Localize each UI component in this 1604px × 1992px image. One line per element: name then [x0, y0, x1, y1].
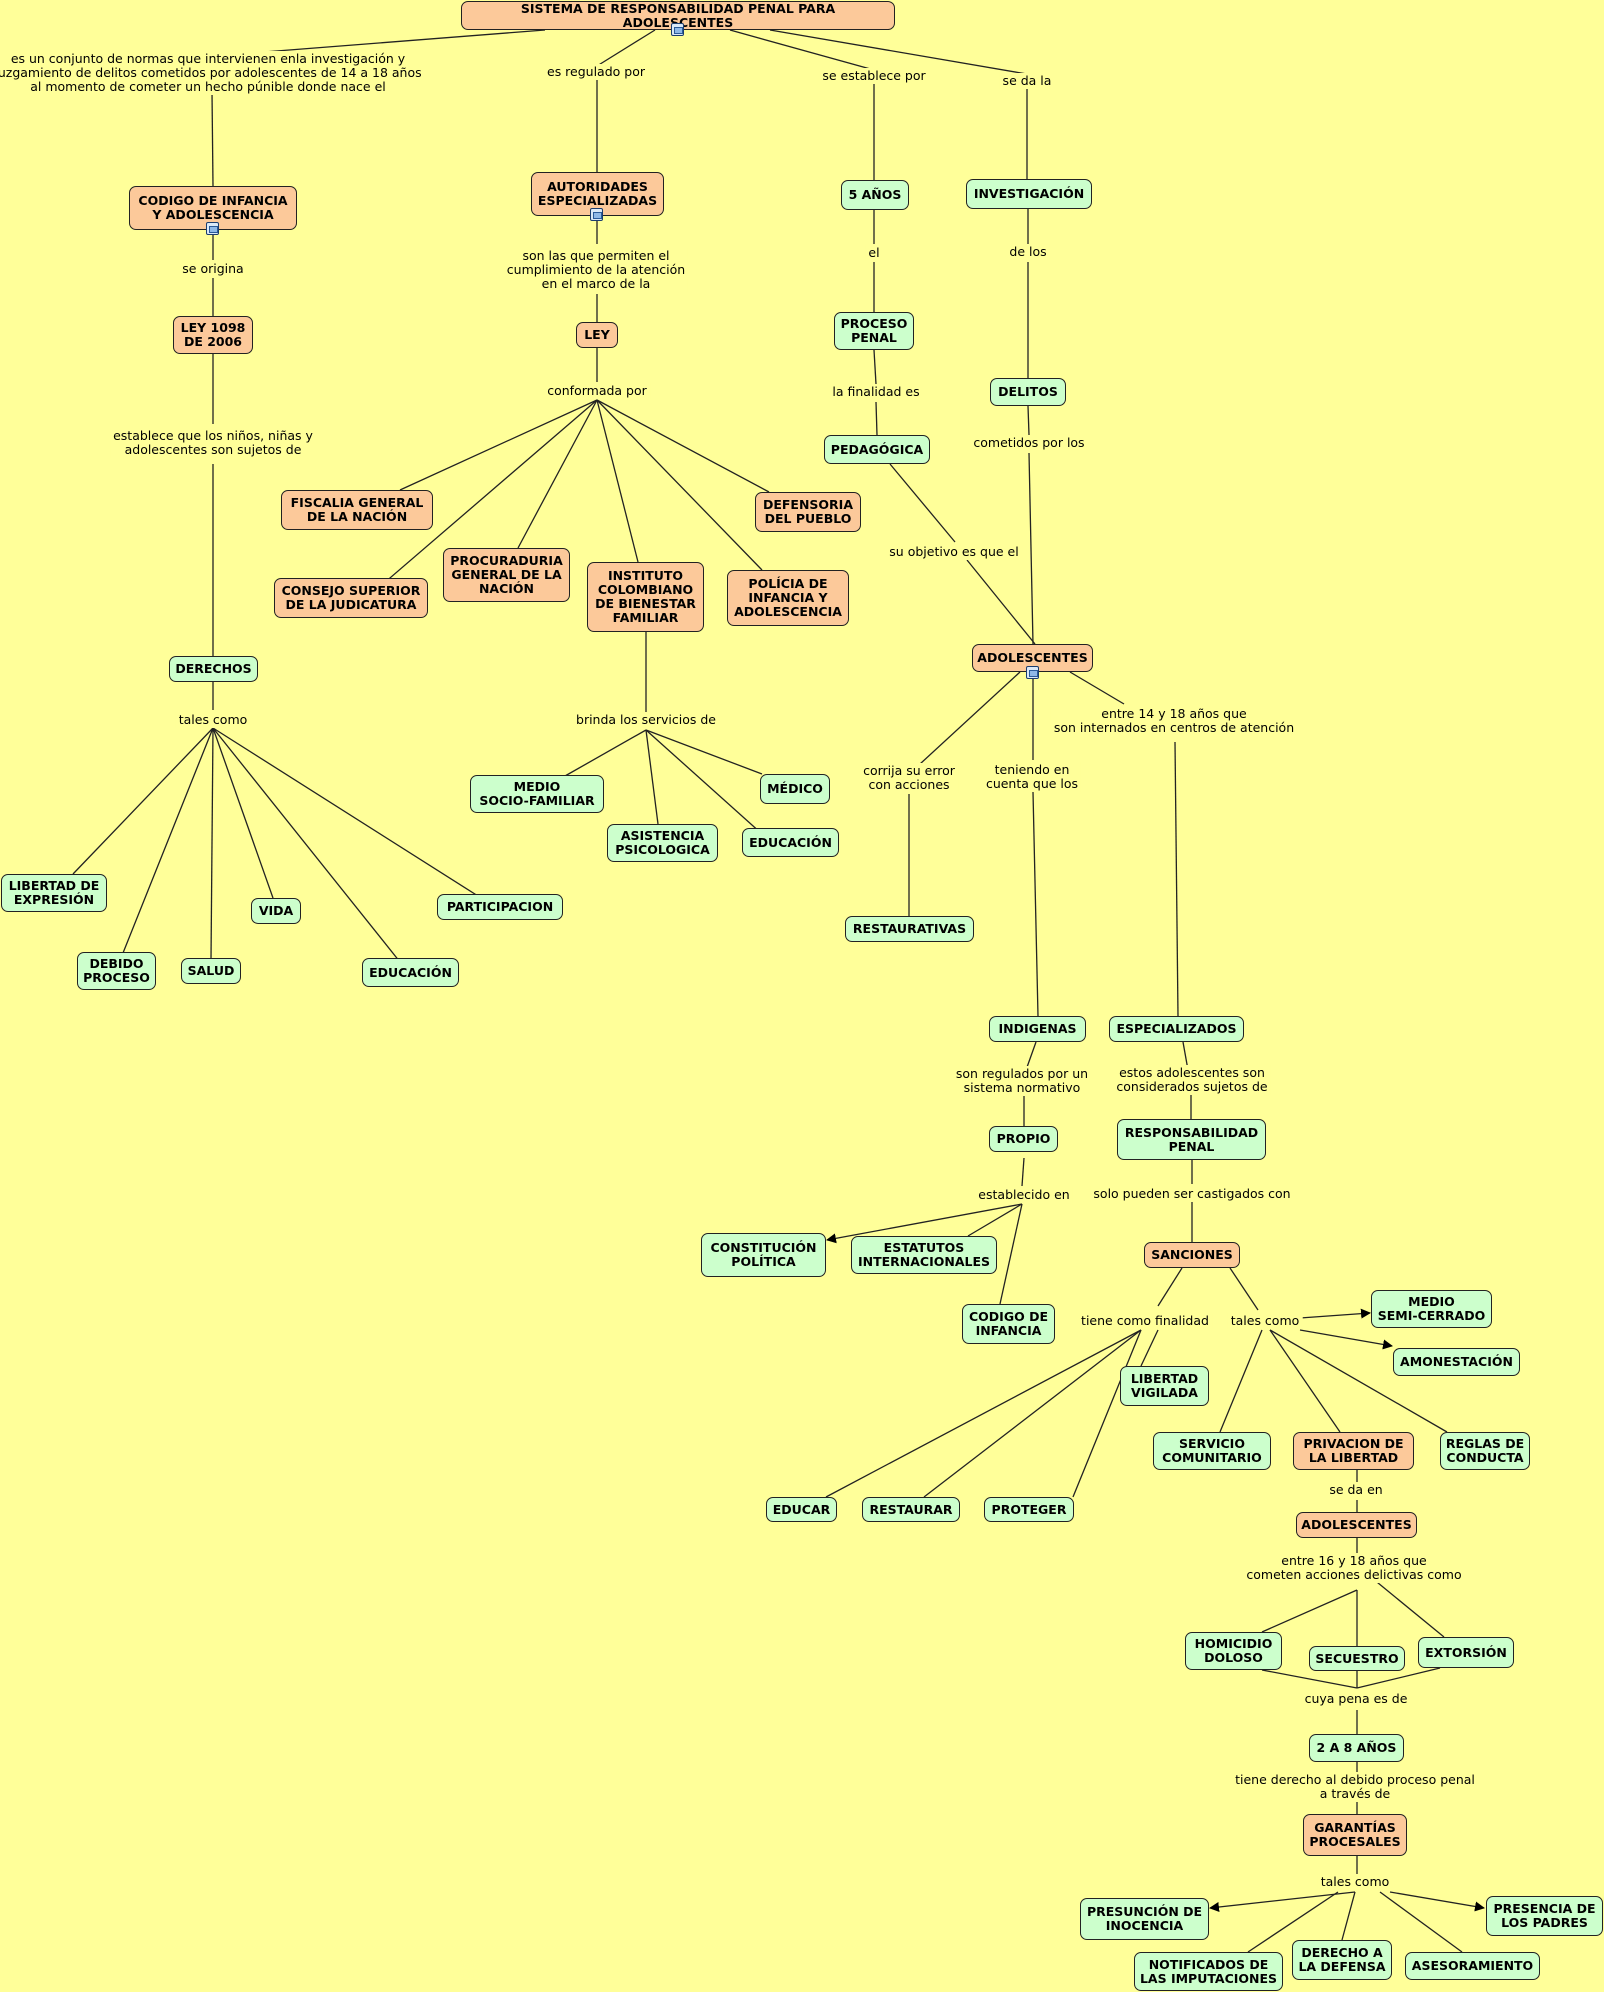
- node-estatutos-internacionales[interactable]: ESTATUTOS INTERNACIONALES: [851, 1236, 997, 1274]
- node-especializados[interactable]: ESPECIALIZADOS: [1109, 1016, 1244, 1042]
- link-label: establecido en: [975, 1187, 1073, 1203]
- node-indigenas[interactable]: INDIGENAS: [989, 1016, 1086, 1042]
- node-asesoramiento[interactable]: ASESORAMIENTO: [1405, 1952, 1540, 1980]
- link-label: se da la: [999, 73, 1055, 89]
- link-label: corrija su error con acciones: [860, 763, 958, 793]
- node-educar[interactable]: EDUCAR: [766, 1497, 837, 1522]
- link-label: brinda los servicios de: [573, 712, 719, 728]
- node-propio[interactable]: PROPIO: [989, 1126, 1058, 1152]
- image-icon[interactable]: [671, 23, 684, 36]
- link-label: solo pueden ser castigados con: [1090, 1186, 1294, 1202]
- link-label: de los: [1006, 244, 1050, 260]
- node-libertad-expresion[interactable]: LIBERTAD DE EXPRESIÓN: [1, 874, 107, 912]
- link-label: entre 14 y 18 años que son internados en…: [1050, 706, 1298, 736]
- link-label: establece que los niños, niñas y adolesc…: [110, 428, 316, 458]
- node-extorsion[interactable]: EXTORSIÓN: [1418, 1637, 1514, 1668]
- link-label: son regulados por un sistema normativo: [952, 1066, 1092, 1096]
- image-icon[interactable]: [1026, 666, 1039, 679]
- node-procuraduria[interactable]: PROCURADURIA GENERAL DE LA NACIÓN: [443, 548, 570, 602]
- node-vida[interactable]: VIDA: [251, 898, 301, 924]
- node-policia[interactable]: POLÍCIA DE INFANCIA Y ADOLESCENCIA: [727, 570, 849, 626]
- link-label: entre 16 y 18 años que cometen acciones …: [1243, 1553, 1465, 1583]
- node-constitucion-politica[interactable]: CONSTITUCIÓN POLÍTICA: [701, 1233, 826, 1277]
- node-privacion-libertad[interactable]: PRIVACION DE LA LIBERTAD: [1293, 1432, 1414, 1470]
- node-adolescentes-2[interactable]: ADOLESCENTES: [1296, 1512, 1417, 1538]
- image-icon[interactable]: [206, 222, 219, 235]
- link-label: tiene como finalidad: [1078, 1313, 1212, 1329]
- node-medico[interactable]: MÉDICO: [760, 774, 830, 804]
- node-investigacion[interactable]: INVESTIGACIÓN: [966, 179, 1092, 209]
- node-amonestacion[interactable]: AMONESTACIÓN: [1393, 1348, 1520, 1376]
- node-derecho-defensa[interactable]: DERECHO A LA DEFENSA: [1292, 1940, 1392, 1980]
- link-label: la finalidad es: [829, 384, 923, 400]
- link-label: tiene derecho al debido proceso penal a …: [1230, 1772, 1480, 1802]
- node-delitos[interactable]: DELITOS: [990, 378, 1066, 406]
- node-garantias-procesales[interactable]: GARANTÍAS PROCESALES: [1303, 1814, 1407, 1856]
- node-fiscalia[interactable]: FISCALIA GENERAL DE LA NACIÓN: [281, 490, 433, 530]
- node-derechos[interactable]: DERECHOS: [169, 656, 258, 682]
- image-icon[interactable]: [590, 208, 603, 221]
- node-participacion[interactable]: PARTICIPACION: [437, 894, 563, 920]
- node-presuncion-inocencia[interactable]: PRESUNCIÓN DE INOCENCIA: [1080, 1898, 1209, 1940]
- link-label: se origina: [179, 261, 247, 277]
- node-salud[interactable]: SALUD: [181, 958, 241, 984]
- node-defensoria[interactable]: DEFENSORIA DEL PUEBLO: [755, 492, 861, 532]
- link-label: teniendo en cuenta que los: [982, 762, 1082, 792]
- node-icbf[interactable]: INSTITUTO COLOMBIANO DE BIENESTAR FAMILI…: [587, 562, 704, 632]
- node-restaurativas[interactable]: RESTAURATIVAS: [845, 916, 974, 942]
- node-educacion-icbf[interactable]: EDUCACIÓN: [742, 828, 839, 857]
- link-label: conformada por: [544, 383, 650, 399]
- link-label: es regulado por: [544, 64, 648, 80]
- node-proceso-penal[interactable]: PROCESO PENAL: [834, 312, 914, 350]
- link-label: su objetivo es que el: [886, 544, 1022, 560]
- link-label: estos adolescentes son considerados suje…: [1113, 1065, 1271, 1095]
- node-restaurar[interactable]: RESTAURAR: [862, 1497, 960, 1522]
- node-pedagogica[interactable]: PEDAGÓGICA: [824, 435, 930, 464]
- link-label: cometidos por los: [970, 435, 1088, 451]
- node-presencia-padres[interactable]: PRESENCIA DE LOS PADRES: [1486, 1896, 1603, 1936]
- node-notificados-imputaciones[interactable]: NOTIFICADOS DE LAS IMPUTACIONES: [1134, 1952, 1283, 1991]
- node-asistencia-psicologica[interactable]: ASISTENCIA PSICOLOGICA: [607, 824, 718, 862]
- link-label: se establece por: [819, 68, 929, 84]
- link-label: el: [865, 245, 883, 261]
- link-label: cuya pena es de: [1301, 1691, 1411, 1707]
- node-autoridades-especializadas[interactable]: AUTORIDADES ESPECIALIZADAS: [531, 172, 664, 216]
- node-medio-semi-cerrado[interactable]: MEDIO SEMI-CERRADO: [1371, 1290, 1492, 1328]
- node-reglas-conducta[interactable]: REGLAS DE CONDUCTA: [1440, 1432, 1530, 1470]
- node-codigo-infancia[interactable]: CODIGO DE INFANCIA: [962, 1304, 1055, 1344]
- node-servicio-comunitario[interactable]: SERVICIO COMUNITARIO: [1153, 1432, 1271, 1470]
- link-label: se da en: [1326, 1482, 1386, 1498]
- node-responsabilidad-penal[interactable]: RESPONSABILIDAD PENAL: [1117, 1119, 1266, 1160]
- link-label: tales como: [1317, 1874, 1393, 1890]
- node-ley-1098[interactable]: LEY 1098 DE 2006: [173, 316, 253, 354]
- node-consejo[interactable]: CONSEJO SUPERIOR DE LA JUDICATURA: [274, 578, 428, 618]
- link-label: tales como: [175, 712, 251, 728]
- node-secuestro[interactable]: SECUESTRO: [1309, 1646, 1405, 1671]
- node-libertad-vigilada[interactable]: LIBERTAD VIGILADA: [1120, 1366, 1209, 1406]
- node-5-anos[interactable]: 5 AÑOS: [841, 180, 909, 210]
- link-label: tales como: [1227, 1313, 1303, 1329]
- node-educacion-derechos[interactable]: EDUCACIÓN: [362, 958, 459, 987]
- link-label: son las que permiten el cumplimiento de …: [503, 248, 689, 292]
- node-medio-socio-familiar[interactable]: MEDIO SOCIO-FAMILIAR: [470, 775, 604, 813]
- node-sanciones[interactable]: SANCIONES: [1144, 1242, 1240, 1268]
- node-debido-proceso[interactable]: DEBIDO PROCESO: [77, 952, 156, 990]
- link-label: es un conjunto de normas que intervienen…: [0, 51, 425, 95]
- node-ley[interactable]: LEY: [576, 322, 618, 348]
- node-2-a-8-anos[interactable]: 2 A 8 AÑOS: [1309, 1734, 1404, 1762]
- node-proteger[interactable]: PROTEGER: [984, 1497, 1074, 1522]
- node-homicidio-doloso[interactable]: HOMICIDIO DOLOSO: [1185, 1632, 1282, 1670]
